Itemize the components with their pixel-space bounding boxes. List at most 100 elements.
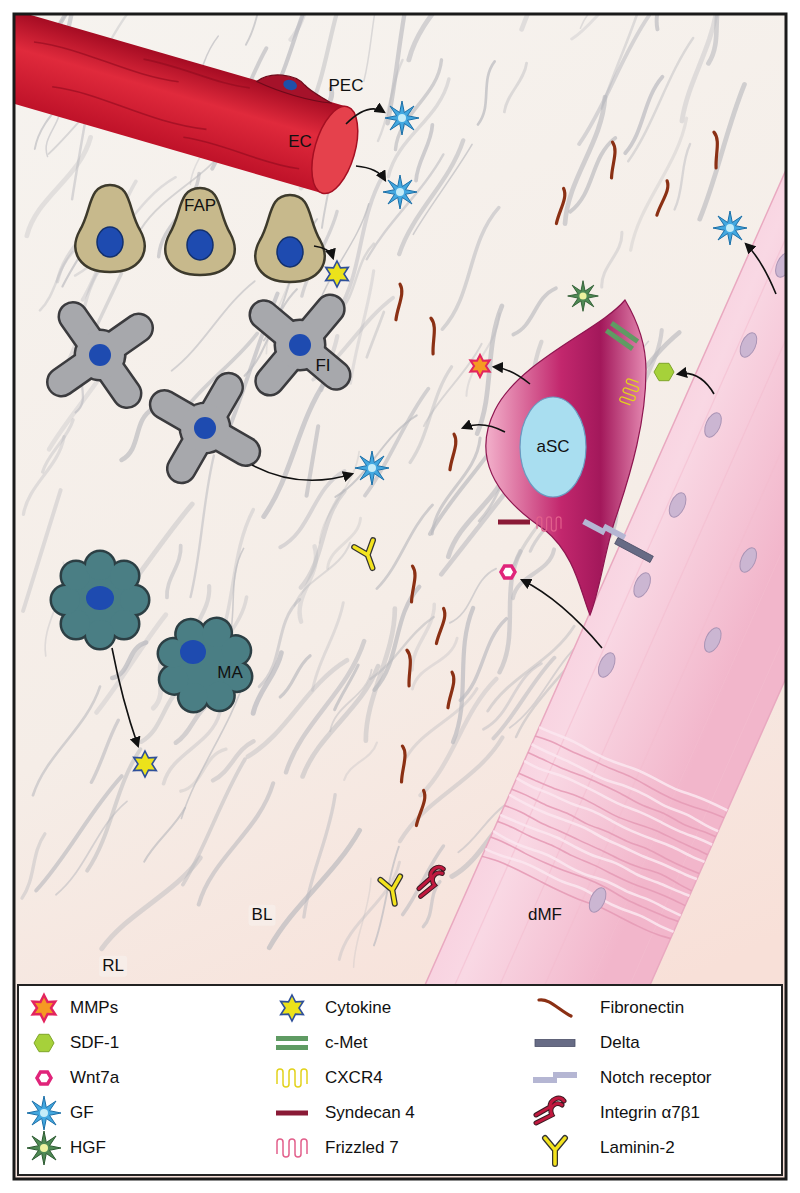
macrophages bbox=[86, 586, 114, 610]
lamina-strand bbox=[339, 862, 399, 959]
lamina-strand bbox=[122, 409, 154, 460]
blood-vessel bbox=[303, 101, 366, 199]
legend-symbols bbox=[27, 995, 577, 1165]
fiber-line bbox=[531, 735, 772, 841]
blood-vessel bbox=[20, 27, 317, 171]
signal-molecules bbox=[415, 866, 448, 896]
lamina-strand bbox=[280, 471, 344, 547]
label-anchor: RL bbox=[99, 956, 127, 977]
signal-molecules bbox=[355, 451, 389, 485]
lamina-strand bbox=[253, 653, 281, 714]
signal-molecules bbox=[713, 211, 747, 245]
lamina-strand bbox=[366, 609, 395, 741]
lamina-strand bbox=[367, 312, 384, 357]
muscle-fiber bbox=[425, 14, 786, 985]
legend-symbols bbox=[34, 1034, 54, 1051]
lamina-strand bbox=[572, 14, 622, 39]
signal-molecules bbox=[654, 363, 674, 380]
fibroblasts bbox=[194, 417, 216, 439]
legend-anchor: SDF-1 bbox=[70, 1034, 119, 1053]
lamina-strand bbox=[213, 741, 253, 780]
satellite-cell-label: aSC bbox=[536, 438, 569, 457]
lamina-strand bbox=[364, 14, 379, 81]
lamina-strand bbox=[307, 426, 319, 496]
legend-label: GF bbox=[70, 1104, 94, 1123]
lamina-strand bbox=[504, 63, 526, 112]
myonucleus bbox=[701, 410, 724, 439]
lamina-strand bbox=[625, 77, 662, 153]
label-anchor: FI bbox=[315, 357, 330, 376]
fibronectin bbox=[393, 650, 423, 686]
fibronectin bbox=[408, 790, 432, 825]
blood-vessel bbox=[14, 14, 347, 193]
lamina-strand bbox=[102, 858, 201, 949]
legend-anchor: CXCR4 bbox=[325, 1069, 383, 1088]
secretion-arrows bbox=[356, 166, 385, 180]
lamina-strand bbox=[413, 144, 472, 234]
lamina-strand bbox=[453, 608, 473, 742]
fap-cells bbox=[255, 195, 324, 282]
secretion-arrows bbox=[746, 244, 776, 294]
fibronectin bbox=[417, 318, 447, 354]
myonucleus bbox=[666, 490, 689, 519]
legend-label: Delta bbox=[600, 1034, 640, 1053]
lamina-strand bbox=[522, 14, 569, 29]
legend-anchor: Laminin-2 bbox=[600, 1139, 675, 1158]
myonucleus bbox=[630, 570, 653, 599]
legend-anchor: Frizzled 7 bbox=[325, 1139, 399, 1158]
legend-anchor: Wnt7a bbox=[70, 1069, 119, 1088]
lamina-strand bbox=[56, 801, 127, 894]
fibronectin bbox=[385, 284, 411, 320]
fiber-label: dMF bbox=[528, 906, 562, 925]
fiber-line bbox=[487, 827, 729, 936]
legend-label: Frizzled 7 bbox=[325, 1139, 399, 1158]
fibroblasts bbox=[33, 288, 354, 490]
fibroblasts bbox=[246, 291, 355, 400]
fibronectin bbox=[388, 746, 416, 782]
fap-cells bbox=[187, 230, 213, 260]
lamina-strand bbox=[570, 138, 615, 212]
secretion-arrows bbox=[346, 109, 384, 124]
legend-label: Notch receptor bbox=[600, 1069, 712, 1088]
secretion-arrows bbox=[463, 425, 505, 432]
lamina-strand bbox=[377, 505, 433, 589]
lamina-strand bbox=[388, 79, 449, 177]
lamina-strand bbox=[164, 713, 220, 784]
fibronectin bbox=[439, 434, 465, 470]
pericyte-label: PEC bbox=[329, 77, 364, 96]
lamina-strand bbox=[365, 389, 429, 496]
fibronectin bbox=[398, 566, 426, 602]
blood-vessel bbox=[14, 14, 370, 199]
fibronectin bbox=[700, 132, 730, 168]
legend-box bbox=[18, 985, 782, 1175]
signal-molecules bbox=[568, 281, 599, 312]
signal-molecules bbox=[619, 378, 641, 405]
secretion-arrows bbox=[314, 246, 333, 258]
legend-symbols bbox=[536, 1098, 564, 1123]
lamina-strand bbox=[403, 846, 444, 915]
fiber-line bbox=[440, 14, 786, 985]
figure-frame bbox=[14, 14, 786, 1179]
legend-symbols bbox=[545, 1138, 565, 1164]
legend-symbols bbox=[276, 1111, 308, 1116]
lamina-strand bbox=[75, 177, 176, 275]
fibroblasts bbox=[89, 344, 111, 366]
fibronectin bbox=[385, 132, 730, 825]
pericyte bbox=[256, 68, 335, 106]
lamina-strand bbox=[631, 118, 687, 250]
fibroblasts bbox=[246, 291, 355, 400]
lamina-strand bbox=[294, 543, 350, 606]
fibronectin bbox=[598, 142, 626, 178]
fibroblasts bbox=[142, 365, 268, 491]
label-anchor: PEC bbox=[329, 77, 364, 96]
fiber-line bbox=[477, 855, 718, 960]
lamina-strand bbox=[328, 518, 361, 568]
legend-symbols bbox=[27, 1096, 61, 1130]
legend-label: HGF bbox=[70, 1139, 106, 1158]
lamina-strand bbox=[700, 84, 745, 219]
fiber-striations bbox=[440, 14, 786, 985]
fap-cells bbox=[75, 185, 324, 282]
signal-molecules bbox=[498, 520, 530, 525]
fap-label: FAP bbox=[184, 197, 216, 216]
label-anchor: MA bbox=[217, 664, 243, 683]
